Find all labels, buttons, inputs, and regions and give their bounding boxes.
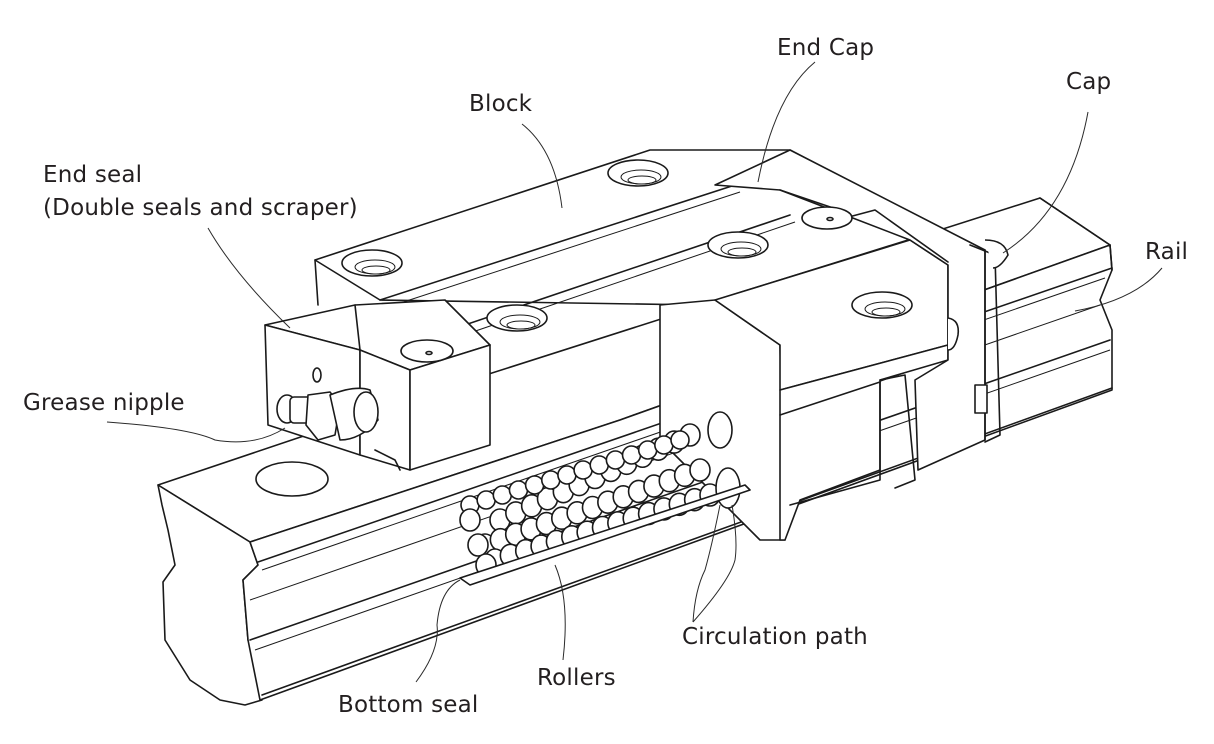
mounting-hole [607,159,669,187]
leader-lines [106,61,1163,683]
label-end-cap: End Cap [777,35,875,61]
roller [492,485,513,505]
mounting-hole [341,249,403,277]
end-seal [264,299,491,471]
roller [605,450,626,470]
rail-mounting-hole [255,461,329,497]
side-plug [947,317,960,351]
label-end-seal-detail: (Double seals and scraper) [43,195,358,221]
leader-end-seal [207,227,291,329]
end-cap-notch [974,384,988,414]
leader-circulation-path-a [692,504,721,623]
roller [654,435,674,455]
rail-cap [984,239,1009,269]
mounting-hole [707,231,769,259]
roller [589,455,610,475]
mounting-hole [486,304,548,332]
leader-bottom-seal [415,579,461,683]
leader-circulation-path-b [692,504,737,623]
roller [670,430,690,450]
label-cap: Cap [1066,69,1112,95]
roller [508,480,529,500]
leader-grease-nipple [106,421,286,443]
roller [621,445,642,465]
roller [573,460,593,480]
roller [467,533,489,557]
leader-rail [1074,267,1163,312]
grease-nipple [276,367,379,441]
label-end-seal: End seal [43,162,143,188]
label-grease-nipple: Grease nipple [23,390,185,416]
end-cap [714,149,1009,471]
label-bottom-seal: Bottom seal [338,692,479,718]
label-block: Block [469,91,533,117]
label-rollers: Rollers [537,665,616,691]
leader-rollers [554,564,566,661]
roller [557,465,577,485]
mounting-hole [851,291,913,319]
roller [689,458,711,482]
roller [540,470,561,490]
roller [637,440,658,460]
leader-end-cap [757,61,816,183]
roller [524,475,545,495]
leader-block [521,123,563,209]
leader-cap [1002,111,1089,254]
roller [476,490,496,510]
label-circulation-path: Circulation path [682,624,868,650]
label-rail: Rail [1145,239,1189,265]
roller [459,508,481,532]
bottom-seal [459,484,751,586]
circulation-path [707,411,741,509]
